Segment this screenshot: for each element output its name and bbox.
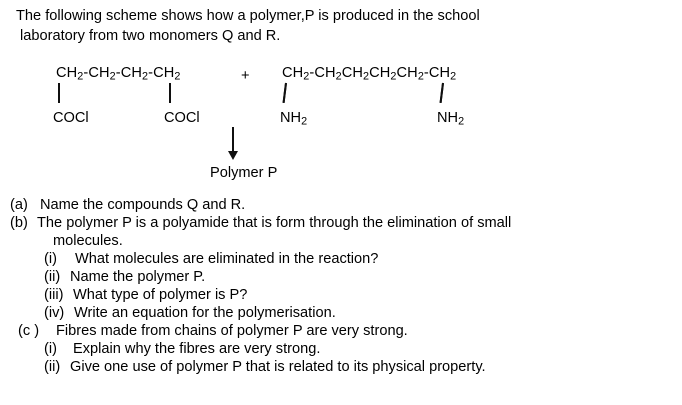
bond-line-r-right xyxy=(439,82,444,103)
monomer-q-end-groups: COCl COCl xyxy=(53,109,200,129)
question-marker: (i) xyxy=(44,341,57,357)
question-item-b: (b) The polymer P is a polyamide that is … xyxy=(0,214,682,232)
bond-line-q-right xyxy=(169,83,171,103)
reaction-scheme: CH2-CH2-CH2-CH2 COCl COCl + CH2-CH2CH2CH2… xyxy=(0,58,682,188)
question-item-b-continuation: molecules. xyxy=(0,232,682,250)
question-text: Write an equation for the polymerisation… xyxy=(74,305,336,321)
question-text: The polymer P is a polyamide that is for… xyxy=(37,215,512,231)
down-arrow-icon-shaft xyxy=(232,127,234,153)
monomer-q-structure: CH2-CH2-CH2-CH2 COCl COCl xyxy=(53,66,200,129)
monomer-r-backbone: CH2-CH2CH2CH2CH2-CH2 xyxy=(282,66,456,103)
question-marker: (ii) xyxy=(44,269,61,285)
question-item-b-iv: (iv) Write an equation for the polymerisa… xyxy=(0,304,682,322)
question-text: molecules. xyxy=(53,233,123,249)
question-marker: (iv) xyxy=(44,305,65,321)
question-text: Give one use of polymer P that is relate… xyxy=(70,359,486,375)
question-text: What type of polymer is P? xyxy=(73,287,248,303)
intro-line-1: The following scheme shows how a polymer… xyxy=(16,8,480,24)
question-item-b-ii: (ii) Name the polymer P. xyxy=(0,268,682,286)
questions-list: (a) Name the compounds Q and R. (b) The po… xyxy=(0,196,682,376)
question-marker: (c ) xyxy=(18,323,40,339)
intro-paragraph: The following scheme shows how a polymer… xyxy=(16,6,656,46)
bond-line-r-left xyxy=(282,82,287,103)
end-group-cocl-right: COCl xyxy=(164,109,200,126)
question-text: Name the polymer P. xyxy=(70,269,206,285)
question-item-a: (a) Name the compounds Q and R. xyxy=(0,196,682,214)
question-item-c: (c ) Fibres made from chains of polymer P… xyxy=(0,322,682,340)
monomer-q-backbone: CH2-CH2-CH2-CH2 xyxy=(56,66,180,103)
down-arrow-icon-head xyxy=(228,151,238,160)
monomer-r-structure: CH2-CH2CH2CH2CH2-CH2 NH2 NH2 xyxy=(280,66,464,129)
question-marker: (i) xyxy=(44,251,57,267)
question-item-c-i: (i) Explain why the fibres are very stron… xyxy=(0,340,682,358)
end-group-nh2-left: NH2 xyxy=(280,109,308,127)
bond-line-q-left xyxy=(58,83,60,103)
plus-sign: + xyxy=(241,68,250,84)
question-text: Name the compounds Q and R. xyxy=(40,197,246,213)
question-text: Fibres made from chains of polymer P are… xyxy=(56,323,408,339)
question-marker: (a) xyxy=(10,197,28,213)
question-marker: (ii) xyxy=(44,359,61,375)
question-item-b-i: (i) What molecules are eliminated in the … xyxy=(0,250,682,268)
question-marker: (iii) xyxy=(44,287,64,303)
product-label: Polymer P xyxy=(210,165,278,181)
end-group-nh2-right: NH2 xyxy=(437,109,465,127)
end-group-cocl-left: COCl xyxy=(53,109,89,126)
question-item-b-iii: (iii) What type of polymer is P? xyxy=(0,286,682,304)
question-text: Explain why the fibres are very strong. xyxy=(73,341,321,357)
question-item-c-ii: (ii) Give one use of polymer P that is re… xyxy=(0,358,682,376)
question-text: What molecules are eliminated in the rea… xyxy=(75,251,379,267)
monomer-r-end-groups: NH2 NH2 xyxy=(280,109,464,129)
question-marker: (b) xyxy=(10,215,28,231)
intro-line-2: laboratory from two monomers Q and R. xyxy=(20,28,281,44)
